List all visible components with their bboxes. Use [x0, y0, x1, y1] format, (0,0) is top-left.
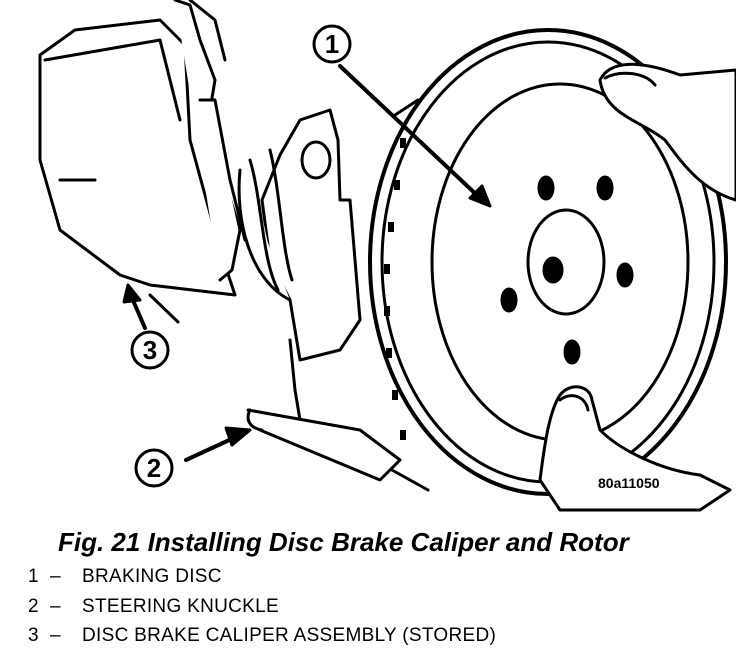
- steering-knuckle-drawing: [237, 108, 402, 482]
- legend-dash: –: [50, 596, 61, 617]
- callout-1-circle: [312, 24, 352, 64]
- legend-number: 1: [28, 566, 39, 587]
- callout-3-arrow: [122, 283, 180, 330]
- callout-1-arrow: [338, 64, 492, 208]
- legend-dash: –: [50, 625, 61, 646]
- legend-dash: –: [50, 566, 61, 587]
- legend-item: 2–STEERING KNUCKLE: [28, 596, 279, 618]
- callout-2-circle: [134, 448, 174, 488]
- hand-bottom-drawing: [538, 385, 732, 512]
- legend-item: 3–DISC BRAKE CALIPER ASSEMBLY (STORED): [28, 625, 496, 647]
- callout-1-label: 1: [325, 29, 339, 59]
- legend-text: BRAKING DISC: [82, 566, 222, 587]
- hand-top-drawing: [598, 62, 736, 202]
- caliper-assembly-drawing: [38, 0, 247, 297]
- legend-item: 1–BRAKING DISC: [28, 566, 222, 588]
- legend-number: 3: [28, 625, 39, 646]
- legend-number: 2: [28, 596, 39, 617]
- callout-2-label: 2: [147, 453, 161, 483]
- callout-3-circle: [130, 330, 170, 370]
- brake-assembly-illustration: 1 2 3: [38, 0, 736, 512]
- callout-2-arrow: [184, 426, 252, 462]
- callout-3-label: 3: [143, 335, 157, 365]
- legend-text: STEERING KNUCKLE: [82, 596, 279, 617]
- figure-code: 80a11050: [598, 475, 660, 491]
- figure-caption: Fig. 21 Installing Disc Brake Caliper an…: [58, 527, 629, 557]
- legend-text: DISC BRAKE CALIPER ASSEMBLY (STORED): [82, 625, 497, 646]
